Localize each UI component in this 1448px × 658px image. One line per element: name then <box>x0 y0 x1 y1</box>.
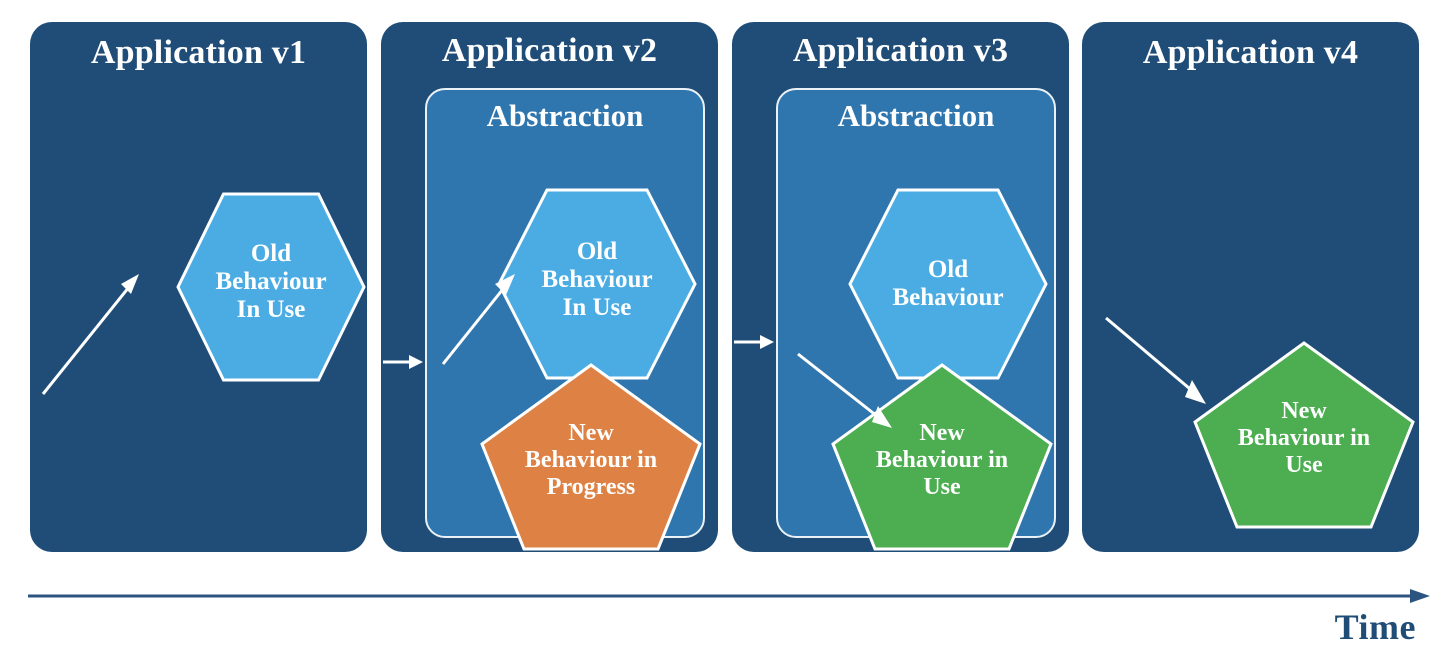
app-panel-v1[interactable]: Application v1 Old Behaviour In Use <box>30 22 367 552</box>
hexagon-icon <box>497 188 697 380</box>
shape-hexagon-old-behaviour-v2[interactable]: Old Behaviour In Use <box>497 188 697 380</box>
pointer-arrow-v2 <box>437 266 527 372</box>
pointer-arrow-v1 <box>35 262 155 402</box>
abstraction-box-v2[interactable]: Abstraction Old Behaviour In Use New Beh… <box>425 88 705 551</box>
pointer-arrow-v4 <box>1100 312 1222 424</box>
shape-pentagon-new-behaviour-v4[interactable]: New Behaviour in Use <box>1192 340 1416 530</box>
timeline-axis <box>28 586 1432 606</box>
abstraction-box-v2-title: Abstraction <box>486 98 644 133</box>
shape-hexagon-old-behaviour-v1[interactable]: Old Behaviour In Use <box>176 192 366 382</box>
app-panel-v1-title: Application v1 <box>90 34 307 71</box>
pointer-arrow-v3 <box>792 348 908 454</box>
arrow-up-right-icon <box>41 274 139 395</box>
arrow-down-right-icon <box>797 352 892 428</box>
app-panel-v2-title: Application v2 <box>441 32 658 69</box>
arrow-right-icon <box>383 355 423 369</box>
arrow-up-right-icon <box>441 274 515 365</box>
app-panel-v4[interactable]: Application v4 New Behaviour in Use <box>1082 22 1419 552</box>
shape-pentagon-new-behaviour-v2[interactable]: New Behaviour in Progress <box>479 362 703 552</box>
pentagon-icon <box>831 363 1053 551</box>
app-panel-v3[interactable]: Application v3 Abstraction Old Behaviour… <box>732 22 1069 552</box>
timeline-label: Time <box>1334 607 1416 647</box>
hexagon-icon <box>848 188 1048 380</box>
connector-arrow-v1-v2 <box>383 352 425 372</box>
connector-arrow-v2-v3 <box>734 332 776 352</box>
app-panel-v2[interactable]: Application v2 Abstraction Old Behaviour… <box>381 22 718 552</box>
app-panel-v3-title: Application v3 <box>792 32 1009 69</box>
arrow-right-icon <box>734 335 774 349</box>
hexagon-icon <box>176 192 366 382</box>
abstraction-box-v3[interactable]: Abstraction Old Behaviour New Behaviour … <box>776 88 1056 551</box>
abstraction-box-v3-title: Abstraction <box>837 98 995 133</box>
app-panel-v4-title: Application v4 <box>1142 34 1359 71</box>
arrow-right-long-icon <box>28 589 1430 603</box>
pentagon-icon <box>480 363 702 551</box>
pentagon-icon <box>1193 341 1415 529</box>
arrow-down-right-icon <box>1105 316 1206 404</box>
